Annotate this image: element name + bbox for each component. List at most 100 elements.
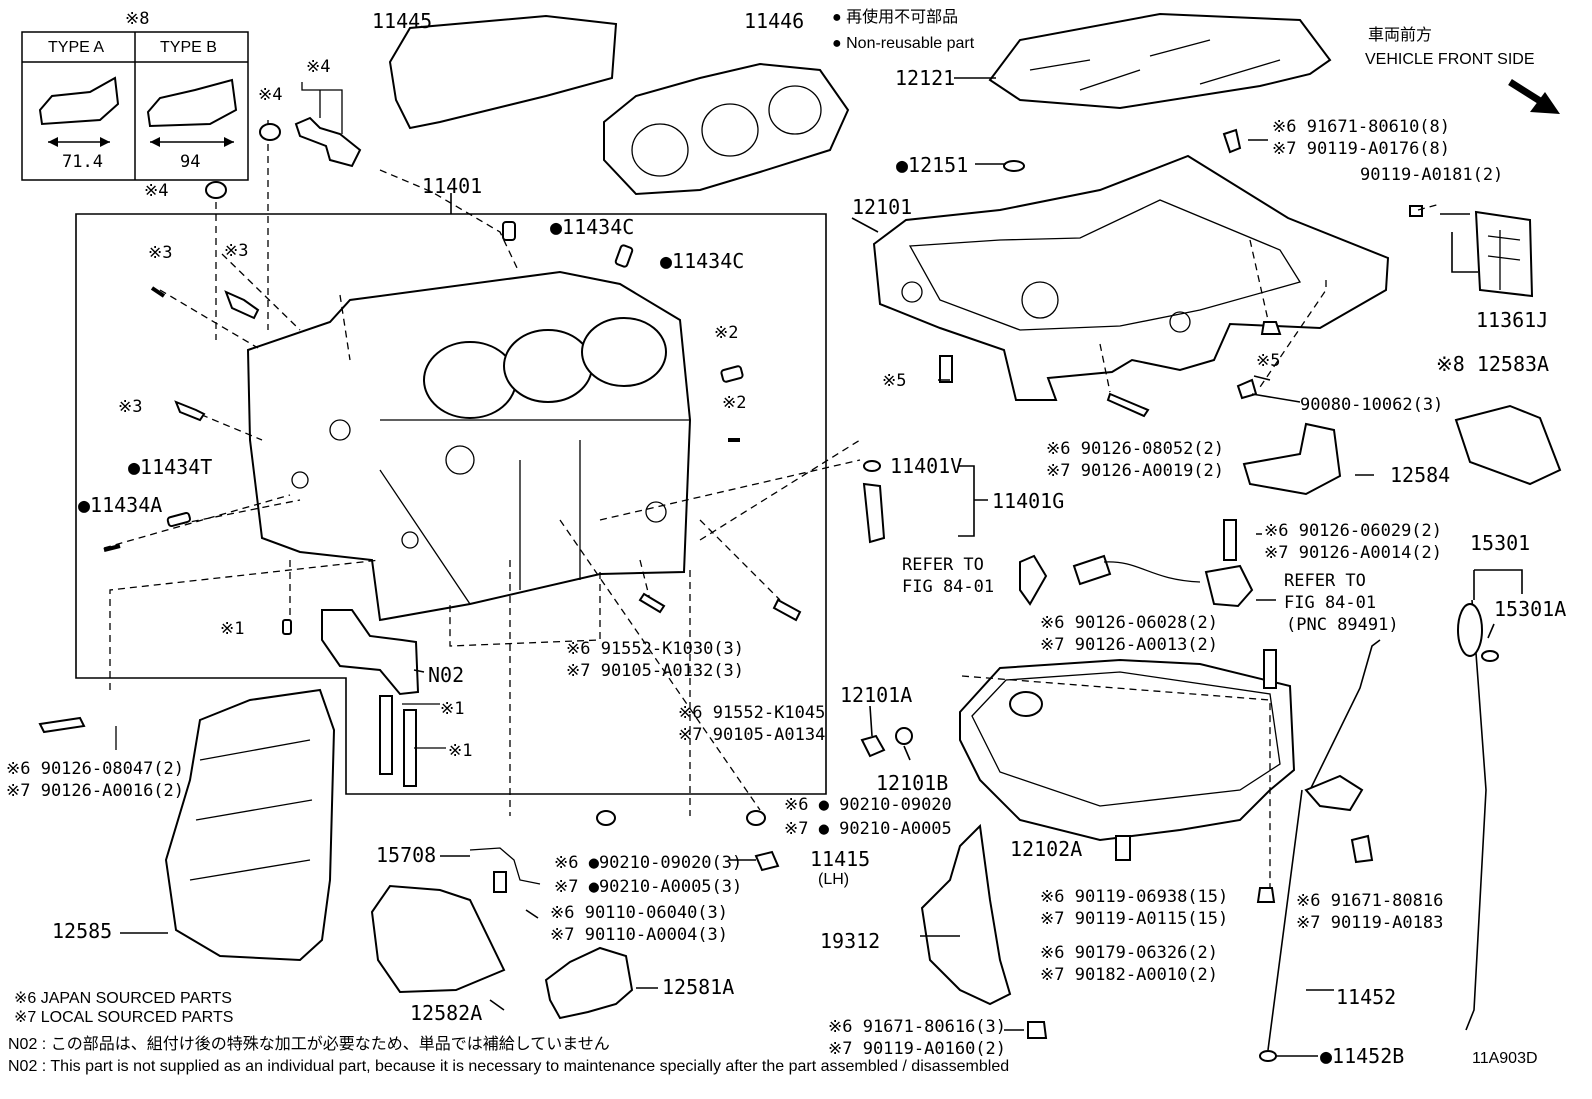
leader-lines (120, 77, 1495, 1057)
stud-06029-a: ※6 90126-06029(2) (1264, 521, 1442, 541)
mark-1c: ※1 (448, 741, 472, 761)
label-12582a: 12582A (410, 1001, 482, 1025)
label-15301a: 15301A (1494, 597, 1566, 621)
refer-1a: REFER TO (902, 555, 984, 575)
label-11361j: 11361J (1476, 308, 1548, 332)
bolt-12121-b: ※7 90119-A0176(8) (1272, 139, 1450, 159)
figure-code: 11A903D (1472, 1050, 1538, 1067)
label-19312: 19312 (820, 929, 880, 953)
lower-oil-pan (959, 658, 1296, 842)
bearing-cap (321, 609, 420, 696)
bolt-12121-a: ※6 91671-80610(8) (1272, 117, 1450, 137)
type-box-mark: ※8 (125, 9, 149, 29)
mark-5b: ※5 (1256, 351, 1280, 371)
label-lh: (LH) (818, 871, 849, 888)
label-12584: 12584 (1390, 463, 1450, 487)
k1045-a: ※6 91552-K1045 (678, 703, 825, 723)
bolt-80616-a: ※6 91671-80616(3) (828, 1017, 1006, 1037)
baffle-11446 (603, 62, 850, 196)
label-11452: 11452 (1336, 985, 1396, 1009)
bolt-80616-b: ※7 90119-A0160(2) (828, 1039, 1006, 1059)
block-frame (75, 213, 827, 795)
nut-06326-b: ※7 90182-A0010(2) (1040, 965, 1218, 985)
bolt-06040-b: ※7 90110-A0004(3) (550, 925, 728, 945)
refer-2c: (PNC 89491) (1286, 615, 1399, 635)
mark-1b: ※1 (440, 699, 464, 719)
bolt-80816-a: ※6 91671-80816 (1296, 891, 1443, 911)
label-11401v: 11401V (890, 454, 962, 478)
label-12583a: ※8 12583A (1436, 352, 1549, 376)
front-en: VEHICLE FRONT SIDE (1365, 51, 1535, 68)
type-comparison-box: ※8 TYPE A TYPE B 71.4 94 (21, 9, 249, 181)
dim-a-value: 71.4 (62, 152, 103, 172)
label-12585: 12585 (52, 919, 112, 943)
stud-08047-b: ※7 90126-A0016(2) (6, 781, 184, 801)
refer-2a: REFER TO (1284, 571, 1366, 591)
k1045-b: ※7 90105-A0134 (678, 725, 825, 745)
label-15708: 15708 (376, 843, 436, 867)
label-11445: 11445 (372, 9, 432, 33)
upper-oil-pan (872, 154, 1390, 401)
mark-3c: ※3 (118, 397, 142, 417)
label-12102a: 12102A (1010, 837, 1082, 861)
label-12101a: 12101A (840, 683, 912, 707)
label-12121: 12121 (895, 66, 955, 90)
label-11434c-a: ●11434C (550, 215, 634, 239)
mark-2b: ※2 (722, 393, 746, 413)
baffle-12121 (988, 12, 1332, 110)
footnote-7: ※7 LOCAL SOURCED PARTS (14, 1009, 233, 1026)
gasket1-b: ※7 ● 90210-A0005 (784, 819, 952, 839)
label-11401: 11401 (422, 174, 482, 198)
gasket2-a: ※6 ●90210-09020(3) (554, 853, 742, 873)
bracket-19312 (920, 823, 1012, 1006)
front-jp: 車両前方 (1368, 26, 1432, 44)
nut-06326-a: ※6 90179-06326(2) (1040, 943, 1218, 963)
k1030-a: ※6 91552-K1030(3) (566, 639, 744, 659)
bolt-80816-b: ※7 90119-A0183 (1296, 913, 1443, 933)
mark-4c: ※4 (144, 181, 168, 201)
part-12581a (544, 946, 634, 1020)
bolt-11361j: 90119-A0181(2) (1360, 165, 1503, 185)
label-15301: 15301 (1470, 531, 1530, 555)
mark-2a: ※2 (714, 323, 738, 343)
label-12101: 12101 (852, 195, 912, 219)
type-b-label: TYPE B (160, 39, 217, 56)
label-11415: 11415 (810, 847, 870, 871)
insulator-12585 (164, 688, 336, 962)
mark-4a: ※4 (306, 57, 330, 77)
type-a-label: TYPE A (48, 39, 104, 56)
stud-06028-a: ※6 90126-06028(2) (1040, 613, 1218, 633)
mark-3a: ※3 (224, 241, 248, 261)
label-n02: N02 (428, 663, 464, 687)
dim-b-value: 94 (180, 152, 200, 172)
stud-08047-a: ※6 90126-08047(2) (6, 759, 184, 779)
mark-1a: ※1 (220, 619, 244, 639)
footnote-n02-jp: N02 : この部品は、組付け後の特殊な加工が必要なため、単品では補給していませ… (8, 1035, 610, 1053)
label-11434t: ●11434T (128, 455, 212, 479)
refer-1b: FIG 84-01 (902, 577, 994, 597)
k1030-b: ※7 90105-A0132(3) (566, 661, 744, 681)
bolt-06938-a: ※6 90119-06938(15) (1040, 887, 1228, 907)
label-11434c-b: ●11434C (660, 249, 744, 273)
footnote-6: ※6 JAPAN SOURCED PARTS (14, 990, 232, 1007)
mark-3b: ※3 (148, 243, 172, 263)
label-11401g: 11401G (992, 489, 1064, 513)
footnote-n02-en: N02 : This part is not supplied as an in… (8, 1058, 1009, 1075)
stud-06029-b: ※7 90126-A0014(2) (1264, 543, 1442, 563)
gasket2-b: ※7 ●90210-A0005(3) (554, 877, 742, 897)
label-11452b: ●11452B (1320, 1044, 1404, 1068)
cylinder-block (246, 270, 692, 622)
label-11446: 11446 (744, 9, 804, 33)
baffle-11445 (388, 14, 618, 130)
label-12101b: 12101B (876, 771, 948, 795)
label-12151: ●12151 (896, 153, 968, 177)
refer-2b: FIG 84-01 (1284, 593, 1376, 613)
insulator-12584 (1242, 422, 1342, 496)
mark-5a: ※5 (882, 371, 906, 391)
part-11361j (1474, 210, 1534, 298)
stud-08052-a: ※6 90126-08052(2) (1046, 439, 1224, 459)
vehicle-front-arrow-icon (1508, 79, 1560, 114)
insulator-12583a (1454, 404, 1562, 486)
label-11434a: ●11434A (78, 493, 162, 517)
